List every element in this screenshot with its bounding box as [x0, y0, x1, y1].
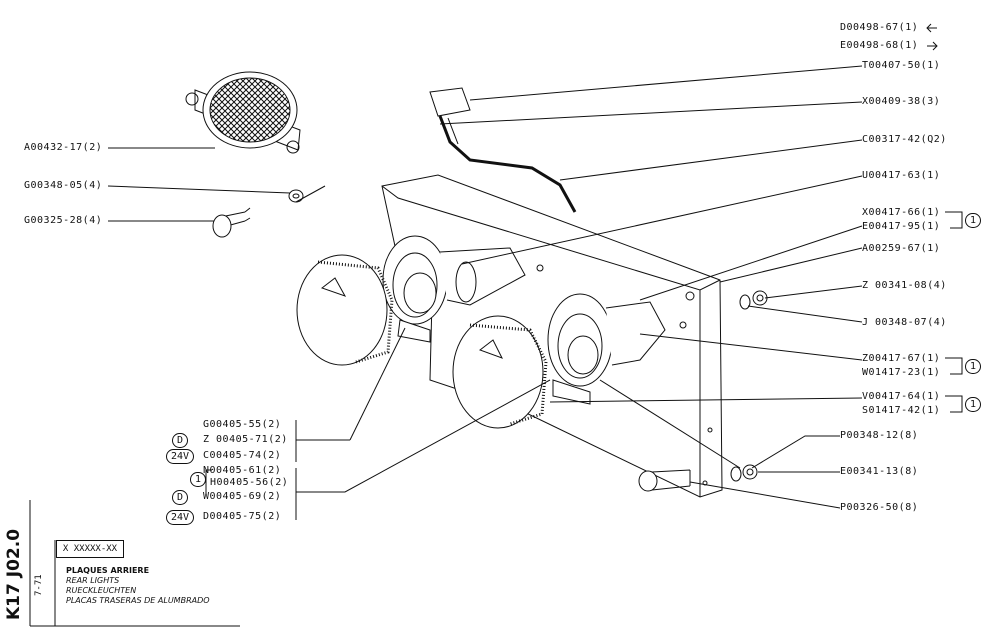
label-g00348: G00348-05(4) [24, 180, 103, 191]
label-d00405: D00405-75(2) [203, 511, 282, 522]
connector-harness [429, 87, 577, 213]
sheet-date: 7-71 [34, 574, 44, 596]
variant-d-badge: D [172, 433, 189, 448]
ref-1-badge: 1 [965, 397, 982, 412]
reflector [185, 71, 301, 154]
label-c00405: C00405-74(2) [203, 450, 282, 461]
label-v00417: V00417-64(1) [862, 391, 941, 402]
title-de: RUECKLEUCHTEN [66, 586, 137, 595]
label-d00498: D00498-67(1) [840, 22, 919, 33]
screw-lower [638, 469, 691, 492]
label-w01417: W01417-23(1) [862, 367, 941, 378]
label-u00417: U00417-63(1) [862, 170, 941, 181]
label-g00325: G00325-28(4) [24, 215, 103, 226]
title-fr: PLAQUES ARRIERE [66, 566, 150, 575]
label-p00326: P00326-50(8) [840, 502, 919, 513]
ref-1-badge: 1 [190, 472, 207, 487]
label-e00341: E00341-13(8) [840, 466, 919, 477]
label-x00417: X00417-66(1) [862, 207, 941, 218]
washer-lower-right [730, 466, 742, 482]
variant-d-badge: D [172, 490, 189, 505]
ref-1-badge: 1 [965, 359, 982, 374]
label-z00405: Z 00405-71(2) [203, 434, 288, 445]
variant-24v-badge: 24V [166, 510, 195, 525]
label-a00259: A00259-67(1) [862, 243, 941, 254]
title-block: PLAQUES ARRIERE REAR LIGHTS RUECKLEUCHTE… [66, 566, 210, 606]
label-w00405: W00405-69(2) [203, 491, 282, 502]
sheet-id: K17 J02.0 [4, 528, 24, 620]
label-p00348: P00348-12(8) [840, 430, 919, 441]
title-en: REAR LIGHTS [66, 576, 120, 585]
label-x00409: X00409-38(3) [862, 96, 941, 107]
label-c00317: C00317-42(Q2) [862, 134, 947, 145]
nut-upper-right [752, 290, 768, 306]
lamp-assembly-upper [382, 235, 526, 343]
code-box: X XXXXX-XX [56, 540, 124, 558]
label-e00417: E00417-95(1) [862, 221, 941, 232]
lens-cap-upper [296, 254, 394, 366]
label-t00407: T00407-50(1) [862, 60, 941, 71]
label-a00432: A00432-17(2) [24, 142, 103, 153]
label-h00405: H00405-56(2) [210, 477, 289, 488]
washer-left [288, 189, 304, 203]
label-z00341: Z 00341-08(4) [862, 280, 947, 291]
screw-left [212, 207, 251, 238]
ref-1-badge: 1 [965, 213, 982, 228]
lens-cap-lower [452, 315, 548, 429]
sheet-id-block: K17 J02.0 [2, 510, 28, 620]
label-s01417: S01417-42(1) [862, 405, 941, 416]
label-z00417: Z00417-67(1) [862, 353, 941, 364]
washer-upper-right [739, 294, 751, 310]
nut-lower-right [742, 464, 758, 480]
label-e00498: E00498-68(1) [840, 40, 919, 51]
label-n00405: N00405-61(2) [203, 465, 282, 476]
lamp-assembly-lower [547, 293, 666, 405]
label-j00348: J 00348-07(4) [862, 317, 947, 328]
title-es: PLACAS TRASERAS DE ALUMBRADO [66, 596, 210, 605]
label-g00405: G00405-55(2) [203, 419, 282, 430]
variant-24v-badge: 24V [166, 449, 195, 464]
